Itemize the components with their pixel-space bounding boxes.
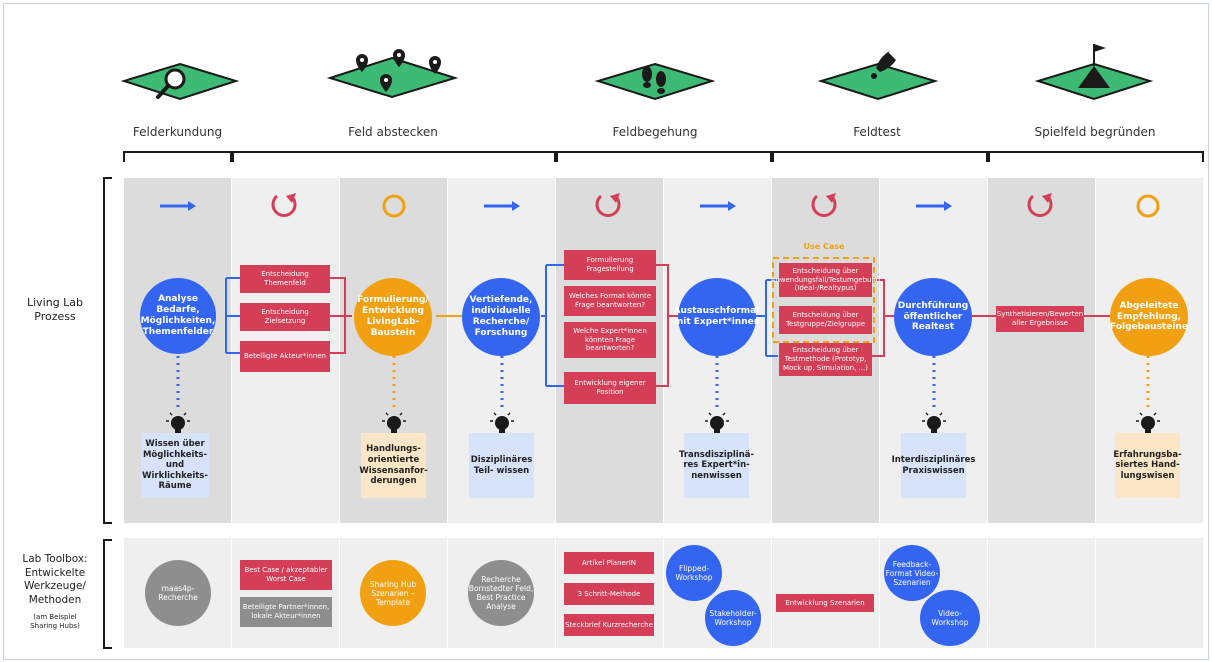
process-circle-recherche: Vertiefende, individuelle Recherche/ For… xyxy=(462,278,540,356)
phase-label-5: Spielfeld begründen xyxy=(1034,125,1156,139)
blue-arrow-icon xyxy=(700,201,736,211)
toolbox-side-label: Lab Toolbox: Entwickelte Werkzeuge/ Meth… xyxy=(22,553,88,606)
lightbulb-icon xyxy=(922,412,946,436)
toolbox-circle: Recherche Bornstedter Feld, Best Practic… xyxy=(468,560,534,626)
toolbox-box: Artikel PlanerIN xyxy=(564,552,654,574)
decision-box: Welche Expert*innen könnten Frage beantw… xyxy=(564,322,656,358)
toolbox-circle: Stakeholder-Workshop xyxy=(705,590,761,646)
toolbox-box: Steckbrief Kurzrecherche xyxy=(564,614,654,636)
toolbox-box: Best Case / akzeptabler Worst Case xyxy=(240,560,332,590)
orange-circle-icon xyxy=(1136,194,1160,218)
flag-mountain-field-icon xyxy=(1034,44,1154,101)
blue-arrow-icon xyxy=(160,201,196,211)
red-cycle-icon xyxy=(271,193,297,217)
decision-box: Beteiligte Akteur*innen xyxy=(240,341,330,372)
toolbox-box: 3 Schritt-Methode xyxy=(564,583,654,605)
decision-box: Welches Format könnte Frage beantworten? xyxy=(564,286,656,316)
connectors xyxy=(225,264,1110,387)
phase-brackets xyxy=(123,151,1204,162)
map-pins-field-icon xyxy=(326,49,459,99)
toolbox-circle: Video-Workshop xyxy=(920,590,980,646)
process-circle-realtest: Durchführung öffentlicher Realtest xyxy=(894,278,972,356)
knowledge-box: Disziplinäres Teil- wissen xyxy=(469,433,534,498)
toolbox-side-note: (am Beispiel Sharing Hubs) xyxy=(30,613,80,631)
knowledge-box: Erfahrungsba- siertes Hand- lungswisen xyxy=(1113,433,1182,498)
process-circle-formulierung: Formulierung/ Entwicklung LivingLab-Baus… xyxy=(354,278,432,356)
process-circle-empfehlung: Abgeleitete Empfehlung, Folgebausteine xyxy=(1110,278,1188,356)
knowledge-box: Handlungs- orientierte Wissensanfor- der… xyxy=(359,433,428,498)
red-cycle-icon xyxy=(1027,193,1053,217)
dotted-lines xyxy=(176,356,1150,410)
use-case-frame xyxy=(772,257,875,343)
lightbulb-icon xyxy=(166,412,190,436)
decision-box: Entscheidung über Anwendungsfall/Testumg… xyxy=(771,263,880,297)
knowledge-box: Interdisziplinäres Praxiswissen xyxy=(892,433,975,498)
use-case-label: Use Case xyxy=(803,242,845,251)
phase-label-2: Feld abstecken xyxy=(348,125,438,139)
blue-arrow-icon xyxy=(484,201,520,211)
red-cycle-icon xyxy=(595,193,621,217)
orange-circle-icon xyxy=(382,194,406,218)
lightbulb-icon xyxy=(490,412,514,436)
toolbox-box: Beteiligte Partner*innen, lokale Akteur*… xyxy=(240,597,332,627)
phase-label-1: Felderkundung xyxy=(132,125,223,139)
decision-box: Entscheidung über Testmethode (Prototyp,… xyxy=(779,343,872,376)
toolbox-circle: maas4p-Recherche xyxy=(145,560,211,626)
decision-box: Entscheidung Zielsetzung xyxy=(240,303,330,331)
knowledge-box: Transdisziplinä- res Expert*in- nenwisse… xyxy=(679,433,754,498)
decision-box: Entscheidung über Testgruppe/Zielgruppe xyxy=(779,306,872,334)
toolbox-column-7 xyxy=(772,538,879,648)
red-cycle-icon xyxy=(811,193,837,217)
decision-box: Entwicklung eigener Position xyxy=(564,372,656,404)
decision-box: Entscheidung Themenfeld xyxy=(240,265,330,293)
toolbox-circle: Sharing Hub Szenarien – Template xyxy=(360,560,426,626)
magnifier-field-icon xyxy=(120,62,240,101)
process-side-label: Living Lab Prozess xyxy=(26,296,84,324)
diagram-frame xyxy=(3,3,1209,660)
rocket-field-icon xyxy=(817,50,939,101)
toolbox-circle: Flipped-Workshop xyxy=(666,545,722,601)
toolbox-column-10 xyxy=(1096,538,1203,648)
lightbulb-icon xyxy=(1136,412,1160,436)
toolbox-column-2 xyxy=(232,538,339,648)
lightbulb-icon xyxy=(705,412,729,436)
knowledge-box: Wissen über Möglichkeits- und Wirklichke… xyxy=(141,433,209,498)
phase-label-3: Feldbegehung xyxy=(612,125,698,139)
process-circle-austausch: Austauschformat mit Expert*innen xyxy=(674,278,760,356)
footprints-field-icon xyxy=(594,62,716,101)
toolbox-circle: Feedback-Format Video-Szenarien xyxy=(884,545,940,601)
toolbox-box: Entwicklung Szenarien xyxy=(776,594,874,612)
blue-arrow-icon xyxy=(916,201,952,211)
side-brackets xyxy=(103,177,112,649)
process-circle-analyse: Analyse Bedarfe, Möglichkeiten, Themenfe… xyxy=(140,278,216,354)
decision-box: Formulierung Fragestellung xyxy=(564,250,656,280)
decision-box: Synthetisieren/Bewerten aller Ergebnisse xyxy=(996,306,1084,332)
lightbulb-icon xyxy=(382,412,406,436)
toolbox-column-9 xyxy=(988,538,1095,648)
process-column-9 xyxy=(988,178,1095,523)
phase-label-4: Feldtest xyxy=(853,125,901,139)
